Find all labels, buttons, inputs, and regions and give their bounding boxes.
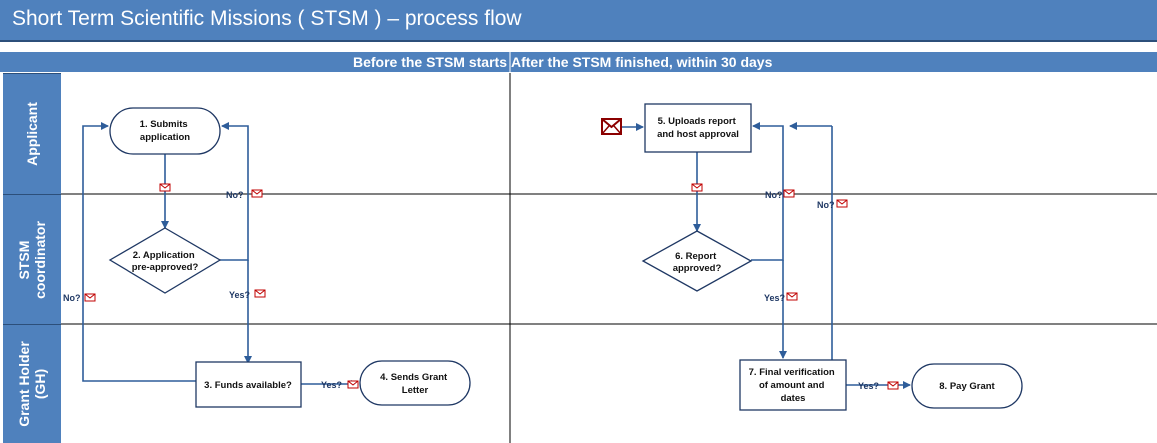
node-1-label-line1: 1. Submits	[140, 119, 188, 130]
edge-label-yes-application: Yes?	[229, 290, 250, 300]
mail-icon	[159, 183, 171, 192]
node-5-uploads-report	[644, 103, 752, 153]
edge-label-yes-report: Yes?	[764, 293, 785, 303]
page-title: Short Term Scientific Missions ( STSM ) …	[12, 7, 522, 30]
node-5-label-line1: 5. Uploads report	[658, 116, 737, 127]
mail-icon	[691, 183, 703, 192]
node-8-label: 8. Pay Grant	[939, 381, 995, 392]
node-1-submits-application	[109, 107, 221, 155]
node-2-label-line2: pre-approved?	[132, 262, 199, 273]
edge-label-yes-funds: Yes?	[321, 380, 342, 390]
node-3-funds-available	[195, 361, 302, 408]
node-6-label-line2: approved?	[673, 263, 722, 274]
node-4-label-line1: 4. Sends Grant	[380, 372, 448, 383]
incoming-mail-icon	[601, 118, 622, 135]
node-7-label: 7. Final verification of amount and date…	[749, 367, 838, 404]
mail-icon	[84, 293, 96, 302]
node-1-label: 1. Submits application	[140, 119, 191, 143]
node-6-report-approved	[641, 230, 753, 292]
mail-icon	[251, 189, 263, 198]
title-bar: Short Term Scientific Missions ( STSM ) …	[0, 0, 1157, 42]
edge-label-yes-final: Yes?	[858, 381, 879, 391]
mail-icon	[836, 199, 848, 208]
mail-icon	[347, 380, 359, 389]
phase-after-label: After the STSM finished, within 30 days	[511, 54, 773, 70]
edge-label-no-funds: No?	[63, 293, 81, 303]
lane-header-grant-holder: Grant Holder(GH)	[3, 324, 61, 443]
mail-icon	[887, 381, 899, 390]
node-3-label: 3. Funds available?	[204, 380, 292, 391]
edge-3-no-to-1	[82, 122, 196, 382]
node-4-sends-grant-letter	[359, 360, 471, 406]
node-5-label-line2: and host approval	[657, 129, 739, 140]
node-6-label-line1: 6. Report	[675, 251, 717, 262]
edge-label-no-report: No?	[765, 190, 783, 200]
mail-icon	[786, 292, 798, 301]
edge-6-no-to-5	[751, 122, 784, 261]
mail-icon	[783, 189, 795, 198]
node-8-pay-grant	[911, 363, 1023, 409]
mail-icon	[254, 289, 266, 298]
node-5-label: 5. Uploads report and host approval	[657, 116, 739, 140]
node-4-label: 4. Sends Grant Letter	[380, 372, 450, 396]
node-4-label-line2: Letter	[402, 385, 429, 396]
edge-label-no-final: No?	[817, 200, 835, 210]
node-7-label-line3: dates	[781, 393, 806, 404]
node-6-label: 6. Report approved?	[673, 251, 722, 274]
edge-label-no-application: No?	[226, 190, 244, 200]
node-7-label-line1: 7. Final verification	[749, 367, 835, 378]
node-2-label-line1: 2. Application	[133, 250, 195, 261]
phase-before-label: Before the STSM starts	[352, 54, 507, 70]
edge-2-no-to-1	[220, 122, 249, 261]
node-7-final-verification	[739, 359, 847, 411]
node-7-label-line2: of amount and	[759, 380, 825, 391]
phase-header: Before the STSM starts After the STSM fi…	[0, 52, 1157, 72]
node-2-application-preapproved	[108, 227, 222, 294]
lane-header-applicant: Applicant	[3, 73, 61, 194]
node-2-label: 2. Application pre-approved?	[132, 250, 199, 273]
node-1-label-line2: application	[140, 132, 190, 143]
